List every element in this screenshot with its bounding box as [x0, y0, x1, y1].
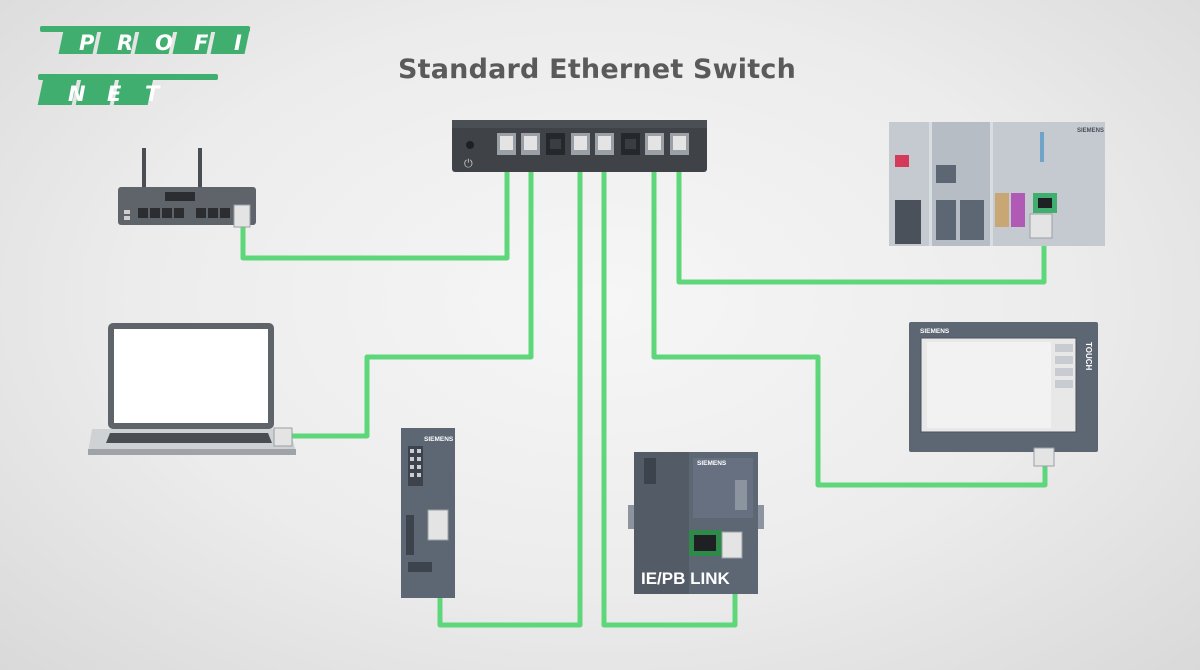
logo-letter: P — [79, 31, 95, 55]
siemens-hmi-panel: SIEMENS TOUCH — [909, 322, 1098, 467]
siemens-network-module: SIEMENS — [401, 428, 455, 598]
switch-port — [521, 133, 540, 155]
ethernet-plug — [273, 427, 293, 447]
cable-router — [240, 155, 510, 261]
brand-label: SIEMENS — [424, 436, 454, 443]
power-icon: ⏻ — [464, 158, 473, 170]
logo-letter: R — [117, 31, 133, 55]
logo-row-2: N E T — [37, 78, 161, 106]
logo-letter: O — [155, 31, 173, 55]
ie-pb-link-device: SIEMENS IE/PB LINK — [628, 452, 764, 594]
profinet-logo: P R O F I N E T — [37, 26, 251, 106]
switch-port-empty — [546, 133, 565, 155]
logo-letter: F — [194, 31, 209, 55]
device-label: IE/PB LINK — [641, 569, 731, 588]
ethernet-plug — [427, 509, 449, 541]
switch-port — [645, 133, 664, 155]
brand-label: SIEMENS — [920, 328, 950, 335]
router — [118, 148, 256, 228]
logo-letter: I — [234, 31, 242, 55]
ethernet-plug — [233, 204, 251, 228]
device-label: TOUCH — [1084, 342, 1093, 371]
ethernet-plug — [721, 531, 743, 559]
switch-port — [571, 133, 590, 155]
switch-port-empty — [621, 133, 640, 155]
led-indicator — [466, 141, 474, 149]
cable-plc — [676, 155, 1047, 285]
logo-letter: T — [145, 82, 161, 106]
cable-laptop — [292, 155, 534, 439]
siemens-plc: SIEMENS — [889, 122, 1105, 246]
logo-letter: N — [68, 82, 86, 106]
brand-label: SIEMENS — [697, 460, 727, 467]
logo-letter: E — [107, 82, 122, 106]
laptop — [88, 323, 296, 455]
cable-hmi — [651, 155, 1048, 488]
switch-port — [670, 133, 689, 155]
diagram-title: Standard Ethernet Switch — [398, 54, 797, 85]
ethernet-plug — [1029, 213, 1053, 239]
ethernet-plug — [1033, 447, 1055, 467]
ethernet-switch: ⏻ — [452, 120, 707, 172]
cable-scalance — [437, 155, 583, 628]
switch-port — [497, 133, 516, 155]
logo-row-1: P R O F I — [58, 27, 251, 55]
switch-port — [595, 133, 614, 155]
brand-label: SIEMENS — [1077, 128, 1104, 134]
